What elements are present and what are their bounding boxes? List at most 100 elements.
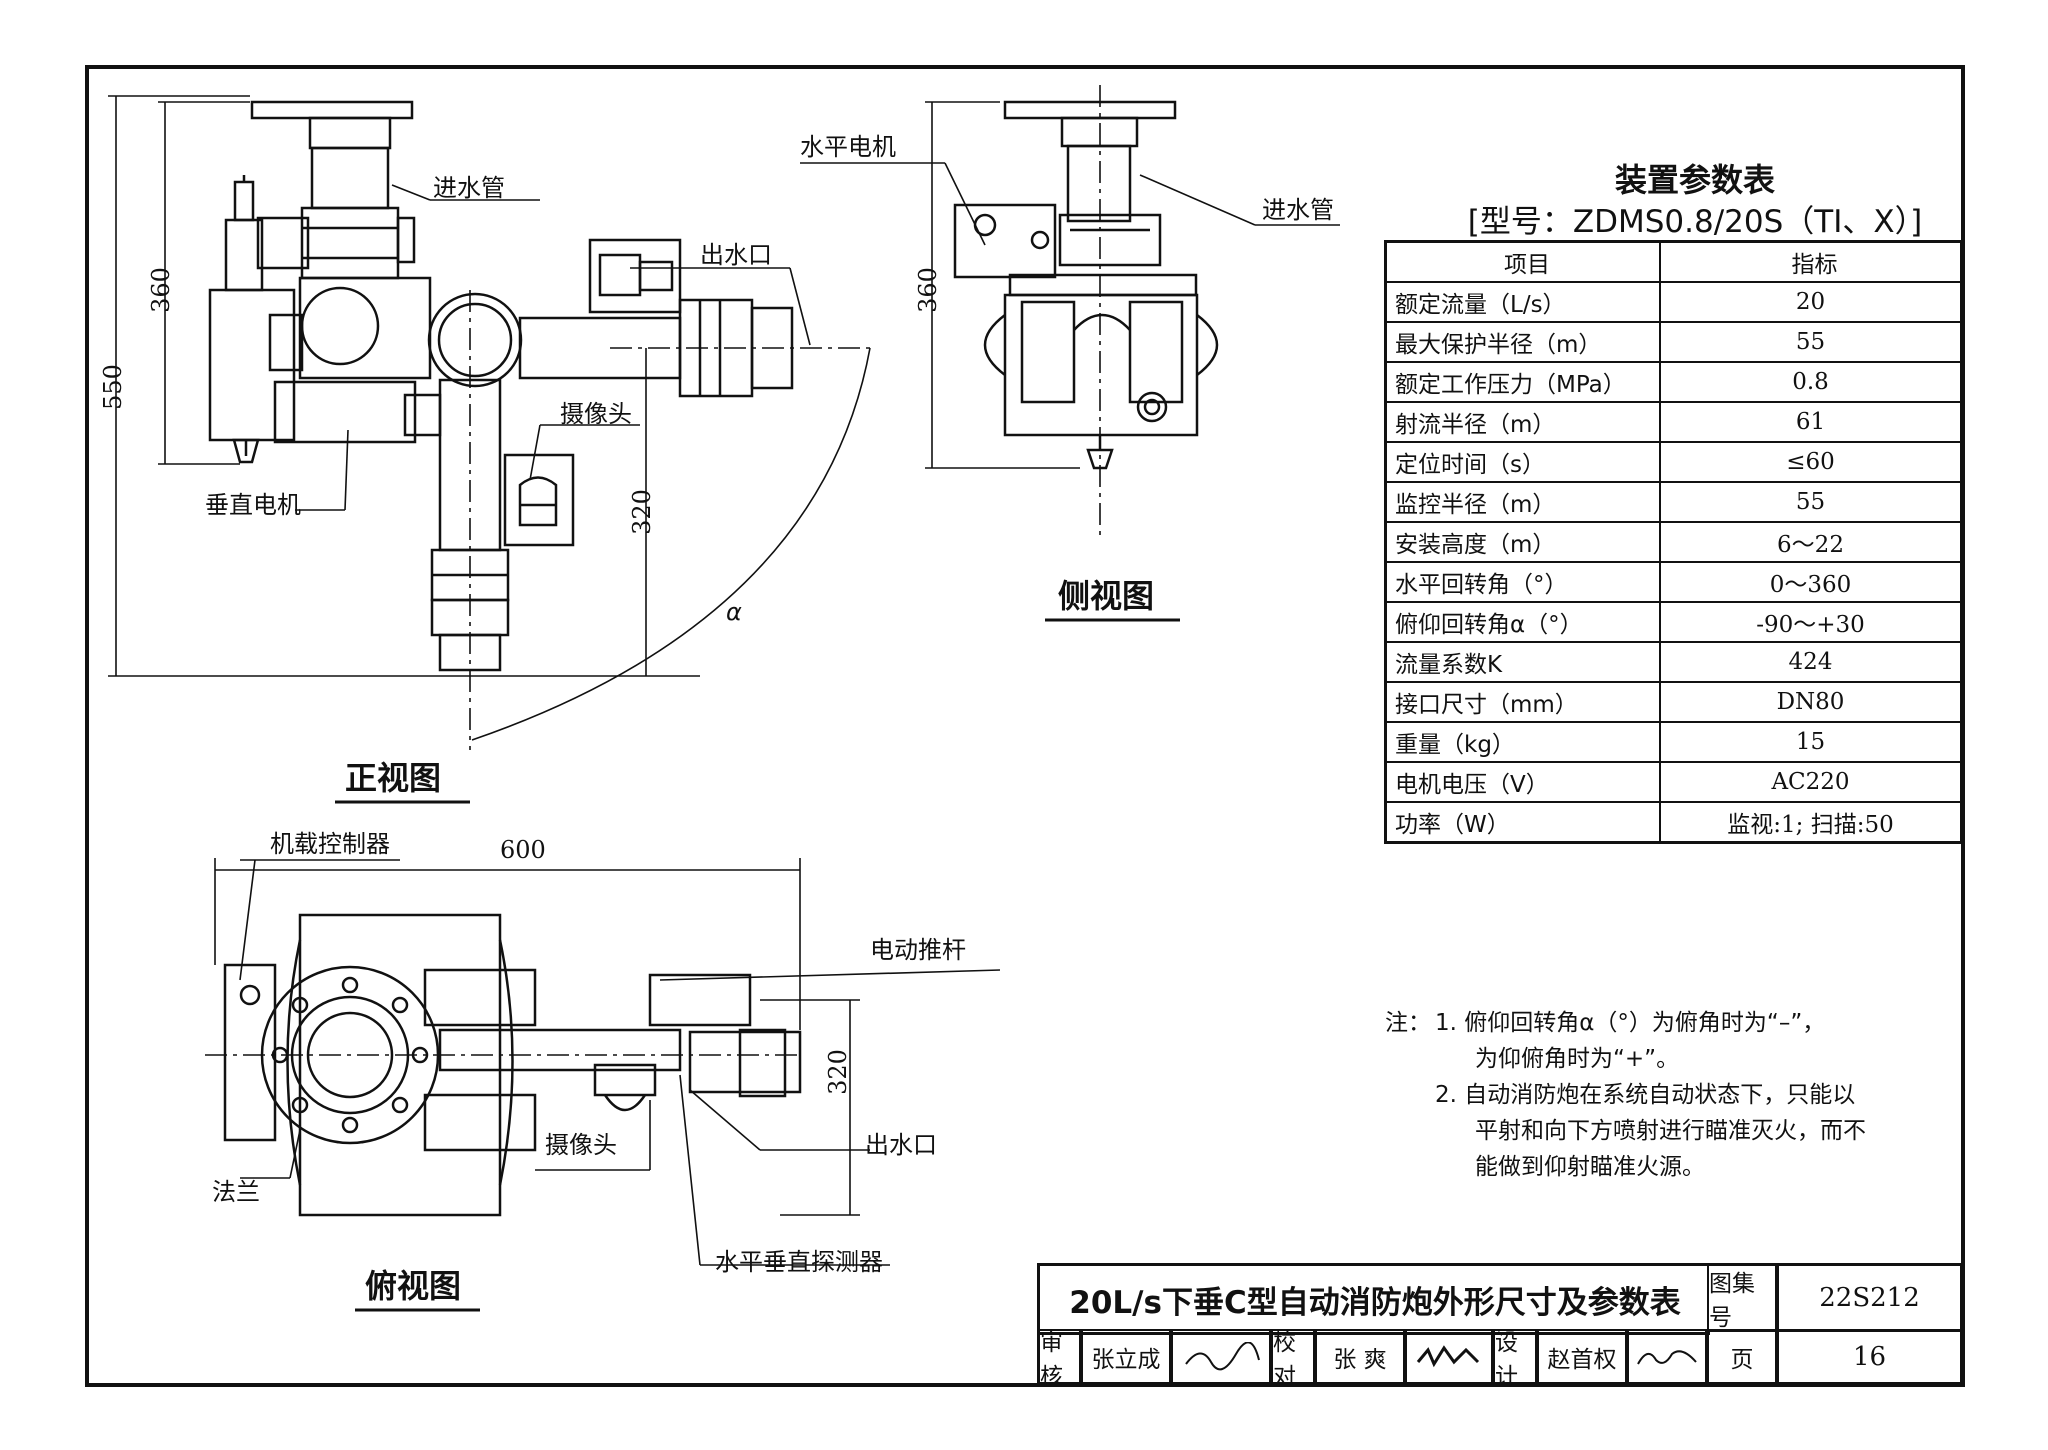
note-1a: 1. 俯仰回转角α（°）为俯角时为“–”， [1435,1010,1826,1036]
designer-signature [1627,1329,1707,1385]
checker-signature-mark [1416,1344,1480,1367]
dim-side-height: 360 [913,267,942,313]
param-item: 定位时间（s） [1384,441,1661,483]
drawing-title: 20L/s下垂C型自动消防炮外形尺寸及参数表 [1037,1263,1710,1335]
param-row: 监控半径（m）55 [1384,481,1963,523]
param-row: 重量（kg）15 [1384,721,1963,763]
param-item: 射流半径（m） [1384,401,1661,443]
param-value: 0～360 [1659,561,1963,603]
note-1b: 为仰俯角时为“+”。 [1475,1046,1680,1072]
label-horizontal-motor: 水平电机 [800,133,896,161]
param-item: 电机电压（V） [1384,761,1661,803]
label-top-camera: 摄像头 [545,1131,617,1159]
front-view-title: 正视图 [345,759,442,797]
label-detector: 水平垂直探测器 [715,1248,883,1276]
dim-top-width: 600 [500,836,546,864]
param-item: 最大保护半径（m） [1384,321,1661,363]
param-row: 水平回转角（°）0～360 [1384,561,1963,603]
label-flange: 法兰 [212,1178,260,1206]
param-row: 最大保护半径（m）55 [1384,321,1963,363]
param-row: 接口尺寸（mm）DN80 [1384,681,1963,723]
param-value: 55 [1659,481,1963,523]
label-electric-pusher: 电动推杆 [870,936,966,964]
reviewer-name: 张立成 [1081,1329,1171,1385]
param-item: 水平回转角（°） [1384,561,1661,603]
param-row: 额定工作压力（MPa）0.8 [1384,361,1963,403]
page-label: 页 [1707,1329,1777,1385]
label-vertical-motor: 垂直电机 [205,491,301,519]
param-row: 安装高度（m）6～22 [1384,521,1963,563]
param-item: 监控半径（m） [1384,481,1661,523]
side-view-dimensions [800,85,1340,540]
param-item: 额定工作压力（MPa） [1384,361,1661,403]
side-view-drawing [953,100,1219,470]
param-item: 额定流量（L/s） [1384,281,1661,323]
param-table-header-row: 项目 指标 [1384,240,1963,283]
note-2b: 平射和向下方喷射进行瞄准灭火，而不 [1475,1118,1866,1144]
label-top-outlet: 出水口 [865,1131,937,1159]
param-value: AC220 [1659,761,1963,803]
top-view-title: 俯视图 [365,1267,462,1305]
designer-signature-mark [1637,1349,1697,1364]
param-value: 61 [1659,401,1963,443]
front-view-dimensions [108,95,871,750]
front-view-drawing [208,100,794,672]
checker-name: 张 爽 [1315,1329,1405,1385]
param-item: 功率（W） [1384,801,1661,844]
note-2a: 2. 自动消防炮在系统自动状态下，只能以 [1435,1082,1856,1108]
review-label: 审核 [1037,1329,1081,1390]
param-item: 接口尺寸（mm） [1384,681,1661,723]
note-2c: 能做到仰射瞄准火源。 [1475,1154,1705,1180]
design-label: 设计 [1493,1329,1537,1390]
param-item: 重量（kg） [1384,721,1661,763]
label-controller: 机载控制器 [270,830,390,858]
dim-front-upper: 360 [146,267,175,313]
param-value: 6～22 [1659,521,1963,563]
designer-name: 赵首权 [1537,1329,1627,1385]
reviewer-signature [1171,1329,1271,1385]
dim-top-height: 320 [823,1049,852,1095]
param-table-model: [型号：ZDMS0.8/20S（TI、X）] [1467,204,1923,240]
param-header-item: 项目 [1384,240,1661,283]
dim-front-total: 550 [98,364,127,410]
param-value: 424 [1659,641,1963,683]
notes-prefix: 注： [1385,1010,1431,1036]
title-block: 20L/s下垂C型自动消防炮外形尺寸及参数表 图集号 22S212 审核 张立成… [1037,1263,1963,1390]
param-row: 定位时间（s）≤60 [1384,441,1963,483]
label-outlet: 出水口 [700,241,772,269]
top-view-drawing [223,913,802,1217]
check-label: 校对 [1271,1329,1315,1390]
param-item: 俯仰回转角α（°） [1384,601,1661,643]
atlas-number: 22S212 [1777,1263,1963,1332]
label-alpha: α [726,598,742,626]
param-value: 0.8 [1659,361,1963,403]
sheet-border [85,65,1965,1387]
atlas-label: 图集号 [1707,1263,1777,1332]
param-value: DN80 [1659,681,1963,723]
param-value: ≤60 [1659,441,1963,483]
label-inlet-pipe: 进水管 [433,174,505,202]
checker-signature [1405,1329,1493,1385]
param-value: -90～+30 [1659,601,1963,643]
param-value: 15 [1659,721,1963,763]
page-number: 16 [1777,1329,1963,1385]
param-header-value: 指标 [1659,240,1963,283]
param-value: 55 [1659,321,1963,363]
param-table-title: 装置参数表 [1614,161,1775,199]
side-view-title: 侧视图 [1058,577,1155,615]
top-view-dimensions [205,858,1001,1266]
param-item: 安装高度（m） [1384,521,1661,563]
param-value: 20 [1659,281,1963,323]
label-side-inlet-pipe: 进水管 [1262,196,1334,224]
param-row: 额定流量（L/s）20 [1384,281,1963,323]
param-row: 射流半径（m）61 [1384,401,1963,443]
param-row: 电机电压（V）AC220 [1384,761,1963,803]
dim-front-lower: 320 [627,489,656,535]
label-camera: 摄像头 [560,400,632,428]
param-row: 功率（W）监视:1; 扫描:50 [1384,801,1963,844]
